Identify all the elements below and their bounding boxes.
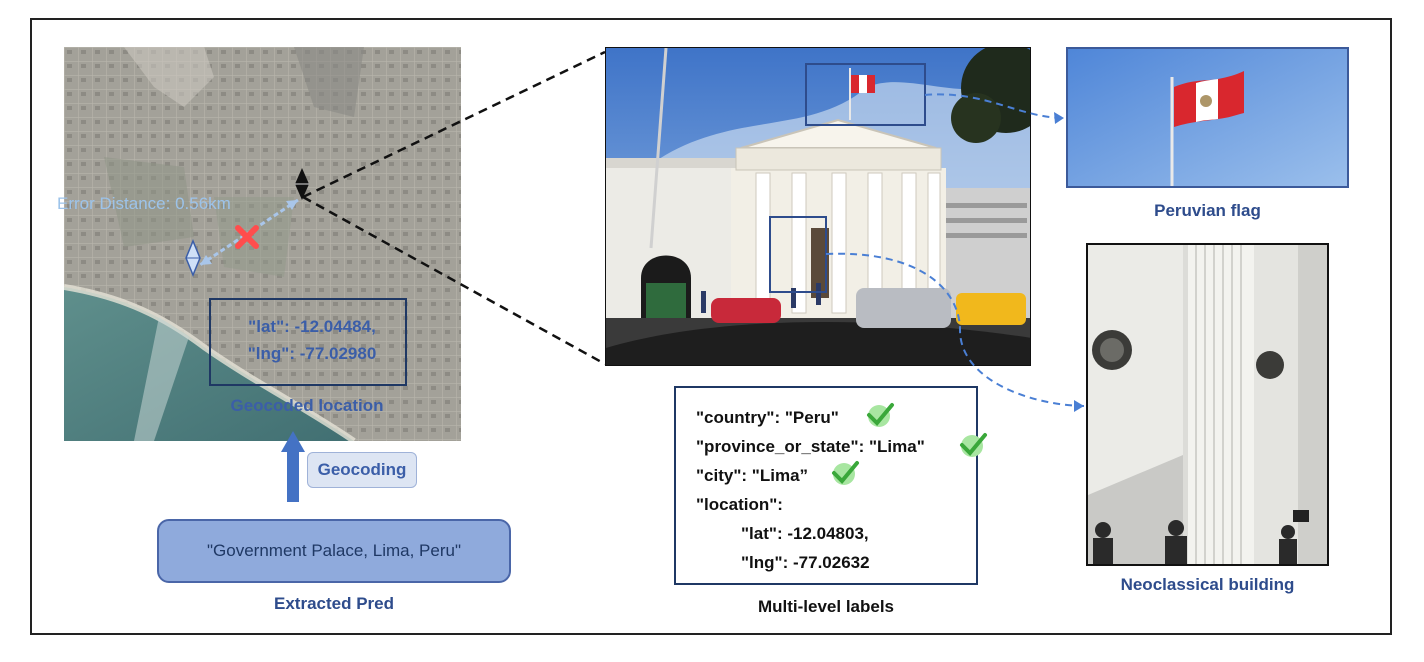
map-terrain	[64, 47, 461, 441]
ground-truth-marker-icon	[295, 168, 309, 200]
column-crop-rect	[769, 216, 827, 293]
label-country: "country": "Peru"	[696, 408, 839, 427]
column-crop-panel	[1086, 243, 1329, 566]
column-connector	[825, 252, 1085, 407]
error-x-icon	[235, 225, 259, 249]
error-arrow-head-top	[286, 200, 298, 210]
geocoded-lng: "lng": -77.02980	[247, 344, 377, 363]
error-arrow-head-bottom	[200, 255, 212, 265]
up-arrow-icon	[281, 431, 305, 502]
government-palace-image	[606, 48, 1030, 365]
satellite-map	[64, 47, 461, 441]
label-lat: "lat": -12.04803,	[741, 524, 869, 543]
zoom-line-bottom	[302, 195, 606, 366]
column-connector-arrowhead	[1074, 400, 1084, 412]
geocoded-location-box	[209, 298, 407, 386]
check-icon	[832, 461, 859, 485]
peruvian-flag-image	[1068, 49, 1347, 186]
extracted-pred-caption: Extracted Pred	[274, 594, 394, 613]
label-city: "city": "Lima”	[696, 466, 809, 485]
multi-level-labels-box	[674, 386, 978, 585]
neoclassical-building-caption: Neoclassical building	[1120, 575, 1295, 594]
peruvian-flag-caption: Peruvian flag	[1154, 201, 1261, 220]
label-location: "location":	[696, 495, 783, 514]
figure-frame	[30, 18, 1392, 635]
label-lng: "lng": -77.02632	[741, 553, 870, 572]
check-icon	[867, 403, 894, 427]
label-province: "province_or_state": "Lima"	[696, 437, 925, 456]
check-icon	[960, 433, 987, 457]
street-view-photo	[605, 47, 1031, 366]
prediction-marker-icon	[185, 239, 201, 277]
extracted-pred-box: "Government Palace, Lima, Peru"	[157, 519, 511, 583]
geocoding-button[interactable]: Geocoding	[307, 452, 417, 488]
multi-level-labels-caption: Multi-level labels	[757, 597, 895, 616]
flag-connector-arrowhead	[1054, 112, 1064, 124]
flag-crop-panel	[1066, 47, 1349, 188]
zoom-line-top	[302, 50, 606, 199]
geocoded-lat: "lat": -12.04484,	[248, 317, 376, 336]
flag-connector	[924, 93, 1065, 119]
geocoded-location-caption: Geocoded location	[230, 396, 384, 415]
neoclassical-column-image	[1088, 245, 1327, 564]
error-distance-label: Error Distance: 0.56km	[57, 194, 231, 213]
